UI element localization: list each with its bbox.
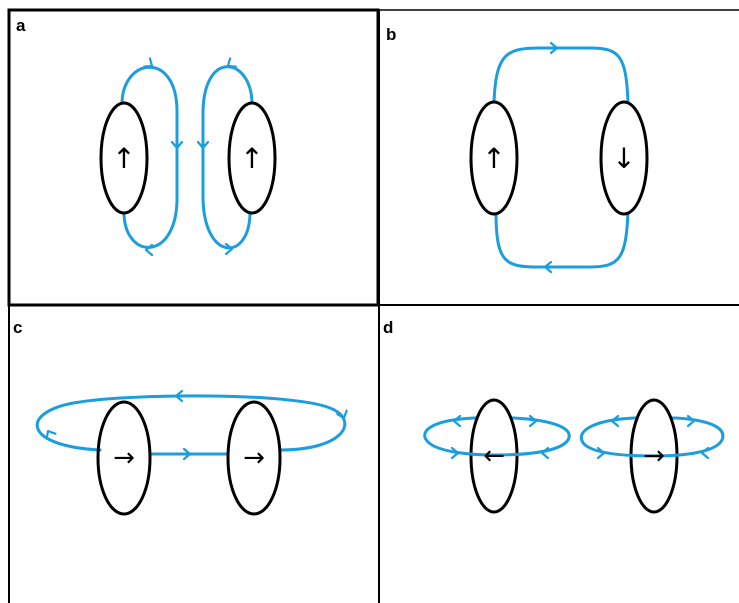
field-line-left-loop: [120, 65, 179, 249]
arrowhead: [686, 414, 696, 428]
moment-down-arrow: ↓: [612, 142, 635, 175]
field-line-top: [492, 46, 630, 104]
panel-b-arrowheads: [543, 41, 559, 274]
panel-b-field-lines: [492, 46, 630, 269]
dipole-ellipse-right: [599, 100, 649, 216]
field-line-right-ring: [579, 416, 725, 458]
panel-c-label: c: [13, 318, 22, 337]
panel-c-field-lines: [35, 394, 347, 456]
moment-up-arrow: ↑: [482, 142, 505, 175]
panel-a-arrowheads: [143, 57, 237, 257]
moment-right-arrow: →: [113, 443, 135, 473]
panel-b: ↑ ↓: [469, 41, 649, 274]
moment-up-arrow: ↑: [240, 142, 263, 175]
moment-left-arrow: ←: [483, 441, 505, 471]
moment-right-arrow: →: [643, 441, 665, 471]
field-line-outer-loop: [35, 394, 347, 452]
field-line-right-loop: [201, 65, 254, 250]
panel-a-field-lines: [120, 65, 254, 250]
panel-a-frame: [7, 8, 380, 307]
moment-right-arrow: →: [243, 443, 265, 473]
panel-b-label: b: [386, 25, 396, 44]
panel-c: → →: [35, 389, 350, 516]
arrowhead: [452, 414, 462, 428]
panel-d-label: d: [383, 318, 393, 337]
arrowhead: [700, 446, 710, 460]
panel-a-label: a: [16, 16, 26, 35]
dipole-ellipse-left: [469, 100, 519, 216]
panel-d: ← →: [423, 398, 725, 514]
moment-up-arrow: ↑: [112, 142, 135, 175]
field-line-left-ring: [423, 416, 571, 457]
dipole-ellipse-right: [227, 101, 277, 215]
dipole-ellipse-left: [99, 101, 149, 215]
panel-a: ↑ ↑: [99, 57, 277, 257]
dipole-ellipse-left: [96, 400, 152, 516]
field-line-bottom: [494, 210, 630, 269]
panel-d-field-lines: [423, 416, 725, 458]
panel-borders: [7, 8, 739, 603]
dipole-ellipse-right: [226, 400, 282, 516]
arrowhead: [540, 446, 550, 460]
